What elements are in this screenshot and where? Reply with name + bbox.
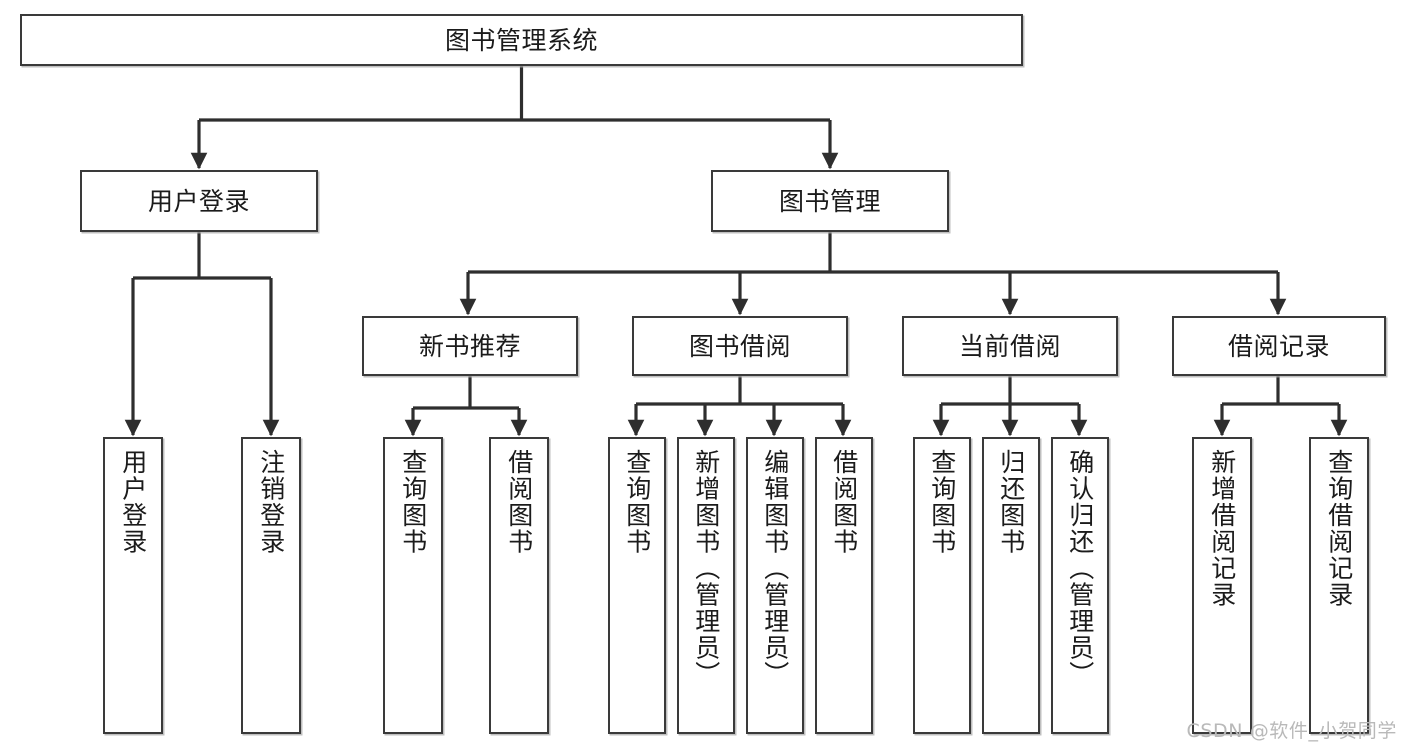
node-current-borrow[interactable]: 当前借阅 [902,316,1118,376]
leaf-edit-book[interactable]: 编辑图书（管理员） [746,437,804,734]
leaf-add-borrow-record-label: 新增借阅记录 [1207,449,1237,608]
watermark-text: CSDN @软件_小贺同学 [1186,720,1397,742]
leaf-edit-book-label: 编辑图书（管理员） [760,449,790,688]
leaf-query-borrow-record[interactable]: 查询借阅记录 [1309,437,1369,734]
node-user-login[interactable]: 用户登录 [80,170,318,232]
leaf-query-book-current-label: 查询图书 [927,449,957,555]
leaf-confirm-return[interactable]: 确认归还（管理员） [1051,437,1109,734]
leaf-user-login[interactable]: 用户登录 [103,437,163,734]
leaf-return-book-label: 归还图书 [996,449,1026,555]
node-current-borrow-label: 当前借阅 [958,331,1061,361]
leaf-add-book[interactable]: 新增图书（管理员） [677,437,735,734]
leaf-return-book[interactable]: 归还图书 [982,437,1040,734]
leaf-add-book-label: 新增图书（管理员） [691,449,721,688]
leaf-borrow-book-label: 借阅图书 [829,449,859,555]
node-book-manage[interactable]: 图书管理 [711,170,949,232]
node-book-borrow-label: 图书借阅 [688,331,791,361]
node-new-book-recommend-label: 新书推荐 [418,331,521,361]
leaf-query-book-recommend[interactable]: 查询图书 [383,437,443,734]
node-borrow-record-label: 借阅记录 [1227,331,1330,361]
node-book-manage-label: 图书管理 [778,186,881,216]
leaf-borrow-book[interactable]: 借阅图书 [815,437,873,734]
leaf-borrow-book-recommend[interactable]: 借阅图书 [489,437,549,734]
node-root[interactable]: 图书管理系统 [20,14,1023,66]
leaf-user-login-label: 用户登录 [118,449,148,555]
leaf-query-book-borrow-label: 查询图书 [622,449,652,555]
leaf-borrow-book-recommend-label: 借阅图书 [504,449,534,555]
leaf-query-book-borrow[interactable]: 查询图书 [608,437,666,734]
leaf-add-borrow-record[interactable]: 新增借阅记录 [1192,437,1252,734]
leaf-query-book-recommend-label: 查询图书 [398,449,428,555]
node-book-borrow[interactable]: 图书借阅 [632,316,848,376]
leaf-confirm-return-label: 确认归还（管理员） [1065,449,1095,688]
leaf-query-borrow-record-label: 查询借阅记录 [1324,449,1354,608]
leaf-logout-label: 注销登录 [256,449,286,555]
leaf-query-book-current[interactable]: 查询图书 [913,437,971,734]
node-new-book-recommend[interactable]: 新书推荐 [362,316,578,376]
node-borrow-record[interactable]: 借阅记录 [1172,316,1386,376]
leaf-logout[interactable]: 注销登录 [241,437,301,734]
node-root-label: 图书管理系统 [444,25,598,55]
node-user-login-label: 用户登录 [147,186,250,216]
